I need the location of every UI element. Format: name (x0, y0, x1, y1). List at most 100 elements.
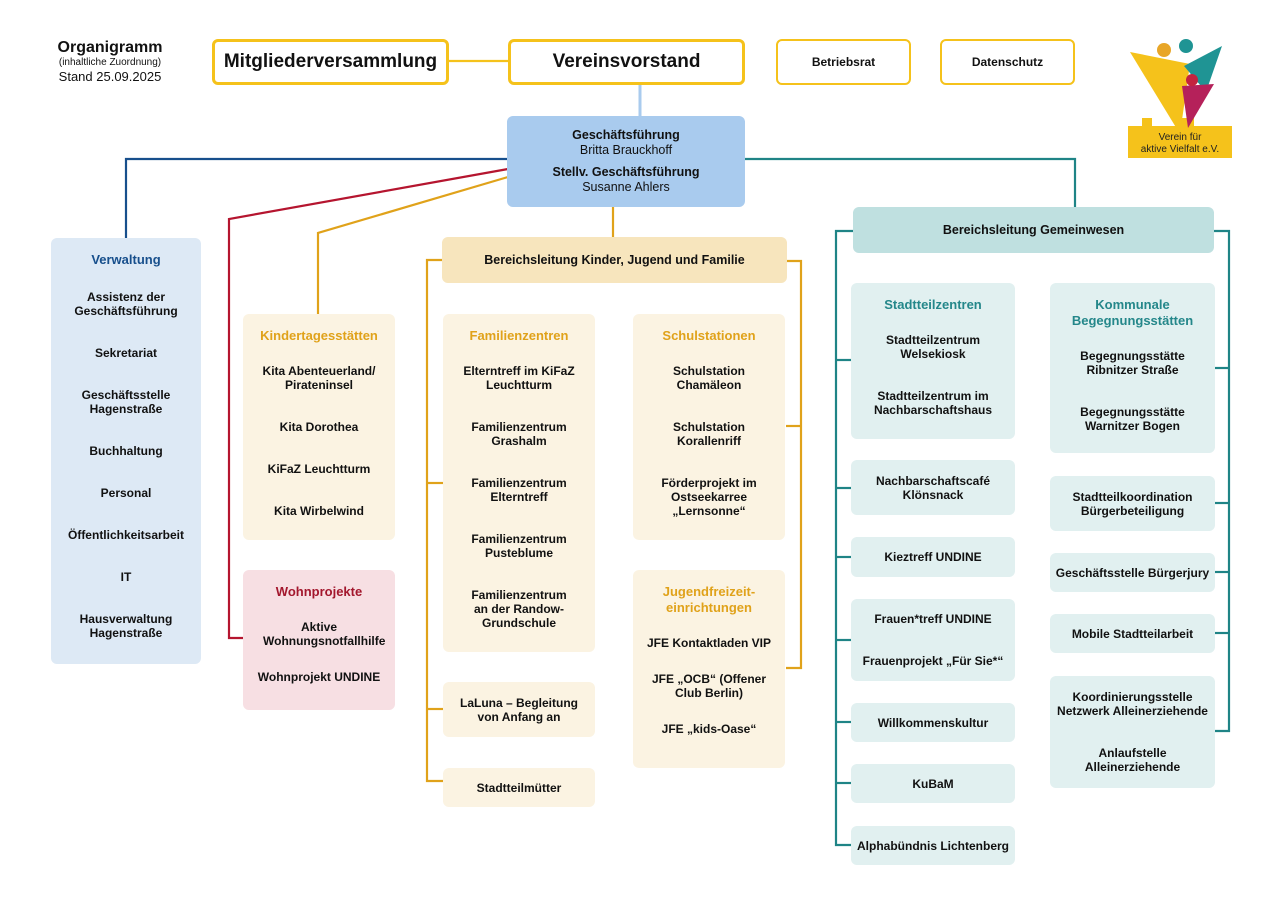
box-mobile-stadtteilarbeit[interactable]: Mobile Stadtteilarbeit (1050, 614, 1215, 653)
anlaufstelle-alleinerziehende-label[interactable]: Anlaufstelle Alleinerziehende (1084, 746, 1181, 774)
box-willkommenskultur[interactable]: Willkommenskultur (851, 703, 1015, 742)
verwaltung-item[interactable]: Öffentlichkeitsarbeit (67, 528, 185, 542)
column-kindertagesstaetten: Kindertagesstätten Kita Abenteuerland/ P… (243, 314, 395, 540)
verwaltung-title: Verwaltung (91, 252, 161, 267)
gemeinwesen-title: Bereichsleitung Gemeinwesen (942, 223, 1125, 237)
kitas-title: Kindertagesstätten (260, 328, 378, 343)
box-geschaeftsfuehrung[interactable]: Geschäftsführung Britta Brauckhoff Stell… (507, 116, 745, 207)
frauentreff-label[interactable]: Frauen*treff UNDINE (874, 612, 992, 626)
jfe-item[interactable]: JFE „OCB“ (Offener Club Berlin) (651, 672, 766, 700)
familienzentrum-item[interactable]: Elterntreff im KiFaZ Leuchtturm (463, 364, 575, 392)
verwaltung-item[interactable]: Assistenz der Geschäftsführung (74, 290, 178, 318)
gf-name: Britta Brauckhoff (579, 143, 673, 157)
page-subtitle: (inhaltliche Zuordnung) (58, 57, 162, 68)
familienzentrum-item[interactable]: Familienzentrum Pusteblume (471, 532, 567, 560)
alphabuendnis-label: Alphabündnis Lichtenberg (857, 838, 1009, 853)
familienzentrum-item[interactable]: Familienzentrum Elterntreff (471, 476, 567, 504)
laluna-label: LaLuna – Begleitung von Anfang an (459, 695, 578, 724)
stadtteilzentren-title: Stadtteilzentren (884, 297, 982, 312)
stadtteilkoordination-label: Stadtteilkoordination Bürgerbeteiligung (1072, 489, 1193, 518)
box-alphabuendnis[interactable]: Alphabündnis Lichtenberg (851, 826, 1015, 865)
wohnprojekte-title: Wohnprojekte (275, 584, 363, 599)
wohn-item[interactable]: Wohnprojekt UNDINE (257, 670, 381, 684)
jfe-item[interactable]: JFE Kontaktladen VIP (646, 636, 772, 650)
column-wohnprojekte: Wohnprojekte Aktive Wohnungsnotfallhilfe… (243, 570, 395, 710)
verwaltung-item[interactable]: Geschäftsstelle Hagenstraße (81, 388, 171, 416)
logo: Verein für aktive Vielfalt e.V. (1122, 36, 1232, 161)
vereinsvorstand-label: Vereinsvorstand (552, 51, 701, 72)
column-begegnungsstaetten: Kommunale Begegnungsstätten Begegnungsst… (1050, 283, 1215, 453)
box-buergerjury[interactable]: Geschäftsstelle Bürgerjury (1050, 553, 1215, 592)
willkommenskultur-label: Willkommenskultur (877, 715, 989, 730)
box-datenschutz[interactable]: Datenschutz (940, 39, 1075, 85)
page-date: Stand 25.09.2025 (58, 69, 162, 84)
connector-kjf-right (786, 259, 803, 670)
connector-gw-right (1213, 229, 1231, 733)
box-kubam[interactable]: KuBaM (851, 764, 1015, 803)
begegnungsstaette-item[interactable]: Begegnungsstätte Ribnitzer Straße (1080, 349, 1185, 377)
schulstation-item[interactable]: Förderprojekt im Ostseekarree „Lernsonne… (661, 476, 757, 518)
page-title: Organigramm (57, 39, 163, 56)
verwaltung-item[interactable]: Hausverwaltung Hagenstraße (79, 612, 173, 640)
stadtteilzentrum-item[interactable]: Stadtteilzentrum Welsekiosk (885, 333, 980, 361)
mobile-stadtteilarbeit-label: Mobile Stadtteilarbeit (1071, 626, 1194, 641)
frauenprojekt-label[interactable]: Frauenprojekt „Für Sie*“ (862, 654, 1004, 668)
jfe-item[interactable]: JFE „kids-Oase“ (661, 722, 757, 736)
mitgliederversammlung-label: Mitgliederversammlung (223, 51, 438, 72)
connector-kjf-left (425, 258, 443, 783)
verwaltung-item[interactable]: Personal (100, 486, 152, 500)
betriebsrat-label: Betriebsrat (811, 55, 876, 69)
netzwerk-alleinerziehende-label[interactable]: Koordinierungsstelle Netzwerk Alleinerzi… (1057, 690, 1208, 718)
box-vereinsvorstand[interactable]: Vereinsvorstand (508, 39, 745, 85)
box-stadtteilmuetter[interactable]: Stadtteilmütter (443, 768, 595, 807)
verwaltung-item[interactable]: Buchhaltung (89, 444, 163, 458)
column-stadtteilzentren: Stadtteilzentren Stadtteilzentrum Welsek… (851, 283, 1015, 439)
schulstation-item[interactable]: Schulstation Korallenriff (672, 420, 745, 448)
datenschutz-label: Datenschutz (971, 55, 1044, 69)
kita-item[interactable]: Kita Wirbelwind (274, 504, 364, 518)
box-stadtteilkoordination[interactable]: Stadtteilkoordination Bürgerbeteiligung (1050, 476, 1215, 531)
box-bereichsleitung-gemeinwesen[interactable]: Bereichsleitung Gemeinwesen (853, 207, 1214, 253)
gf-role: Geschäftsführung (572, 128, 680, 142)
stellv-gf-name: Susanne Ahlers (582, 180, 670, 194)
connector-gf-verwaltung (124, 157, 508, 238)
column-verwaltung: Verwaltung Assistenz der Geschäftsführun… (51, 238, 201, 664)
box-laluna[interactable]: LaLuna – Begleitung von Anfang an (443, 682, 595, 737)
column-familienzentren: Familienzentren Elterntreff im KiFaZ Leu… (443, 314, 595, 652)
familienzentrum-item[interactable]: Familienzentrum an der Randow-Grundschul… (471, 588, 567, 630)
stellv-gf-role: Stellv. Geschäftsführung (552, 165, 700, 179)
begegnungsstaette-item[interactable]: Begegnungsstätte Warnitzer Bogen (1080, 405, 1185, 433)
column-schulstationen: Schulstationen Schulstation Chamäleon Sc… (633, 314, 785, 540)
stadtteilzentrum-item[interactable]: Stadtteilzentrum im Nachbarschaftshaus (873, 389, 993, 417)
wohn-item[interactable]: Aktive Wohnungsnotfallhilfe (263, 620, 386, 648)
kita-item[interactable]: KiFaZ Leuchtturm (267, 462, 371, 476)
kita-item[interactable]: Kita Abenteuerland/ Pirateninsel (262, 364, 376, 392)
verwaltung-item[interactable]: IT (120, 570, 132, 584)
box-bereichsleitung-kjf[interactable]: Bereichsleitung Kinder, Jugend und Famil… (442, 237, 787, 283)
kubam-label: KuBaM (912, 776, 954, 791)
box-nachbarschaftscafe[interactable]: Nachbarschaftscafé Klönsnack (851, 460, 1015, 515)
jfe-title: Jugendfreizeit-einrichtungen (662, 584, 756, 615)
box-mitgliederversammlung[interactable]: Mitgliederversammlung (212, 39, 449, 85)
nachbarschaftscafe-label: Nachbarschaftscafé Klönsnack (875, 473, 991, 502)
logo-icon (1128, 39, 1232, 158)
box-frauentreff[interactable]: Frauen*treff UNDINE Frauenprojekt „Für S… (851, 599, 1015, 681)
connector-gf-gemeinwesen (745, 157, 1077, 208)
buergerjury-label: Geschäftsstelle Bürgerjury (1055, 565, 1210, 580)
logo-text-line2: aktive Vielfalt e.V. (1140, 144, 1220, 155)
box-kieztreff[interactable]: Kieztreff UNDINE (851, 537, 1015, 577)
column-jugendfreizeiteinrichtungen: Jugendfreizeit-einrichtungen JFE Kontakt… (633, 570, 785, 768)
verwaltung-item[interactable]: Sekretariat (94, 346, 158, 360)
stadtteilmuetter-label: Stadtteilmütter (476, 780, 562, 795)
logo-text-line1: Verein für (1158, 132, 1202, 143)
header-block: Organigramm (inhaltliche Zuordnung) Stan… (40, 38, 180, 85)
familienzentrum-item[interactable]: Familienzentrum Grashalm (471, 420, 567, 448)
kita-item[interactable]: Kita Dorothea (279, 420, 359, 434)
schulstationen-title: Schulstationen (662, 328, 756, 343)
kieztreff-label: Kieztreff UNDINE (884, 550, 982, 564)
box-alleinerziehende[interactable]: Koordinierungsstelle Netzwerk Alleinerzi… (1050, 676, 1215, 788)
kjf-title: Bereichsleitung Kinder, Jugend und Famil… (484, 253, 745, 267)
begegnungsstaetten-title: Kommunale Begegnungsstätten (1071, 297, 1194, 328)
schulstation-item[interactable]: Schulstation Chamäleon (672, 364, 745, 392)
box-betriebsrat[interactable]: Betriebsrat (776, 39, 911, 85)
